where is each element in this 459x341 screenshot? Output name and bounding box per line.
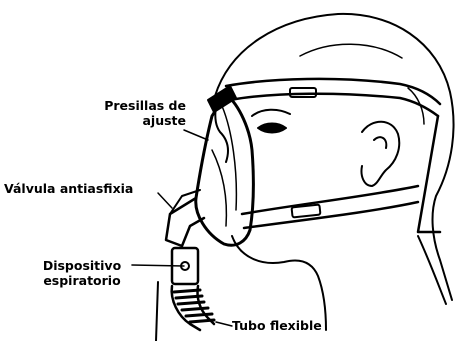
leader-line-presillas <box>184 130 208 140</box>
label-tubo-text: Tubo flexible <box>232 318 322 333</box>
label-dispositivo-line1: Dispositivo <box>28 258 136 273</box>
label-dispositivo-line2: espiratorio <box>28 273 136 288</box>
adjust-clip <box>208 86 236 112</box>
chin-neck <box>232 236 326 330</box>
ear <box>361 122 399 186</box>
lower-strap <box>244 202 418 228</box>
back-strap <box>418 116 440 232</box>
leader-line-dispositivo <box>132 265 184 266</box>
lower-strap <box>242 186 418 214</box>
label-tubo: Tubo flexible <box>232 318 322 333</box>
label-presillas-line2: ajuste <box>80 113 186 128</box>
label-presillas-line1: Presillas de <box>80 98 186 113</box>
hose <box>156 282 158 341</box>
eyebrow <box>252 110 290 116</box>
strap-buckle <box>292 205 321 218</box>
label-presillas: Presillas de ajuste <box>80 98 186 128</box>
valve-elbow <box>166 198 204 246</box>
mask-cushion <box>222 106 236 210</box>
mask-cushion <box>212 150 226 226</box>
leader-line-valvula <box>158 193 172 208</box>
label-valvula-text: Válvula antiasfixia <box>4 181 133 196</box>
hair-line <box>300 44 402 58</box>
eye <box>258 124 286 133</box>
mask-frame <box>196 94 254 245</box>
top-strap <box>230 94 438 116</box>
neck-back <box>418 236 446 304</box>
flexible-tube <box>197 286 214 324</box>
leader-line-tubo <box>216 322 232 326</box>
ear-inner <box>374 137 386 148</box>
label-dispositivo: Dispositivo espiratorio <box>28 258 136 288</box>
label-valvula: Válvula antiasfixia <box>4 181 133 196</box>
